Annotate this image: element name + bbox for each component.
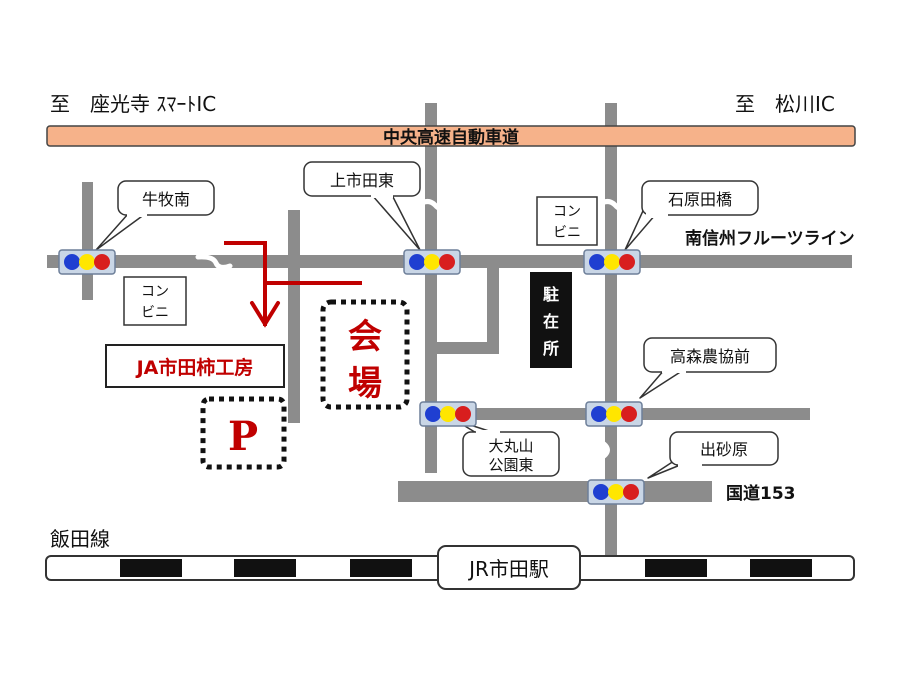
venue-label-line2: 場 — [348, 364, 382, 404]
railway-line — [45, 555, 855, 581]
callout-ishiharadabashi-label: 石原田橋 — [668, 190, 732, 209]
police-box: 駐 在 所 — [530, 272, 572, 368]
railway-line-label: 飯田線 — [50, 527, 110, 551]
traffic-signal-ishiharadabashi — [583, 249, 641, 275]
callout-ushimakiminami: 牛牧南 — [95, 180, 215, 251]
national-route-label: 国道153 — [726, 483, 796, 504]
destination-right-label: 至 松川IC — [735, 92, 835, 116]
ja-kobo-box — [105, 344, 285, 388]
convenience-store-left: コン ビニ — [123, 276, 187, 326]
callout-kamiichidahigashi-label: 上市田東 — [330, 171, 394, 190]
parking-box — [200, 396, 287, 470]
destination-left-label: 至 座光寺 ｽﾏｰﾄIC — [50, 92, 216, 116]
svg-text:コン: コン — [553, 204, 581, 220]
callout-kamiichidahigashi: 上市田東 — [303, 161, 421, 251]
road-vertical-left-short — [82, 182, 93, 300]
callout-ushimakiminami-label: 牛牧南 — [142, 190, 190, 209]
ja-kobo-label: JA市田柿工房 — [135, 356, 254, 379]
traffic-signal-omaruyama — [419, 401, 477, 427]
road-horizontal-police-branch — [425, 342, 499, 354]
fruit-line-label: 南信州フルーツライン — [685, 228, 855, 249]
station-box — [437, 545, 581, 590]
traffic-signal-kamiichidahigashi — [403, 249, 461, 275]
police-box-char-1: 駐 — [543, 285, 559, 304]
callout-omaruyama-label-line1: 大丸山 — [488, 437, 533, 455]
callout-takamorinokyomae-label: 高森農協前 — [670, 347, 750, 366]
parking-label: P — [228, 413, 258, 460]
traffic-signal-ushimakiminami — [58, 249, 116, 275]
callout-omaruyama-label-line2: 公園東 — [488, 456, 533, 474]
callout-takamorinokyomae: 高森農協前 — [639, 337, 777, 399]
road-vertical-near-kobo — [288, 210, 300, 423]
callout-ishiharadabashi: 石原田橋 — [624, 180, 759, 251]
convenience-store-right: コン ビニ — [536, 196, 598, 246]
route-arrow — [224, 241, 362, 328]
road-vertical-kamiichida — [425, 103, 437, 473]
svg-text:コン: コン — [141, 284, 169, 300]
callout-omaruyama: 大丸山 公園東 — [454, 419, 560, 477]
road-crossing-marks — [195, 199, 630, 459]
expressway-label: 中央高速自動車道 — [383, 127, 519, 148]
traffic-signal-takamorinokyomae — [585, 401, 643, 427]
callout-desunahara-label: 出砂原 — [700, 440, 748, 459]
road-vertical-ishiharada — [605, 103, 617, 558]
road-national-route-153 — [398, 481, 712, 502]
road-vertical-police-branch — [487, 264, 499, 354]
venue-label-line1: 会 — [348, 317, 382, 357]
svg-text:ビニ: ビニ — [141, 305, 169, 321]
svg-text:ビニ: ビニ — [553, 225, 581, 241]
callout-desunahara: 出砂原 — [647, 431, 779, 479]
expressway-bar — [46, 125, 856, 147]
police-box-char-2: 在 — [543, 312, 559, 331]
traffic-signal-desunahara — [587, 479, 645, 505]
police-box-char-3: 所 — [543, 339, 559, 358]
station-label: JR市田駅 — [467, 557, 549, 581]
venue-box — [320, 299, 410, 410]
